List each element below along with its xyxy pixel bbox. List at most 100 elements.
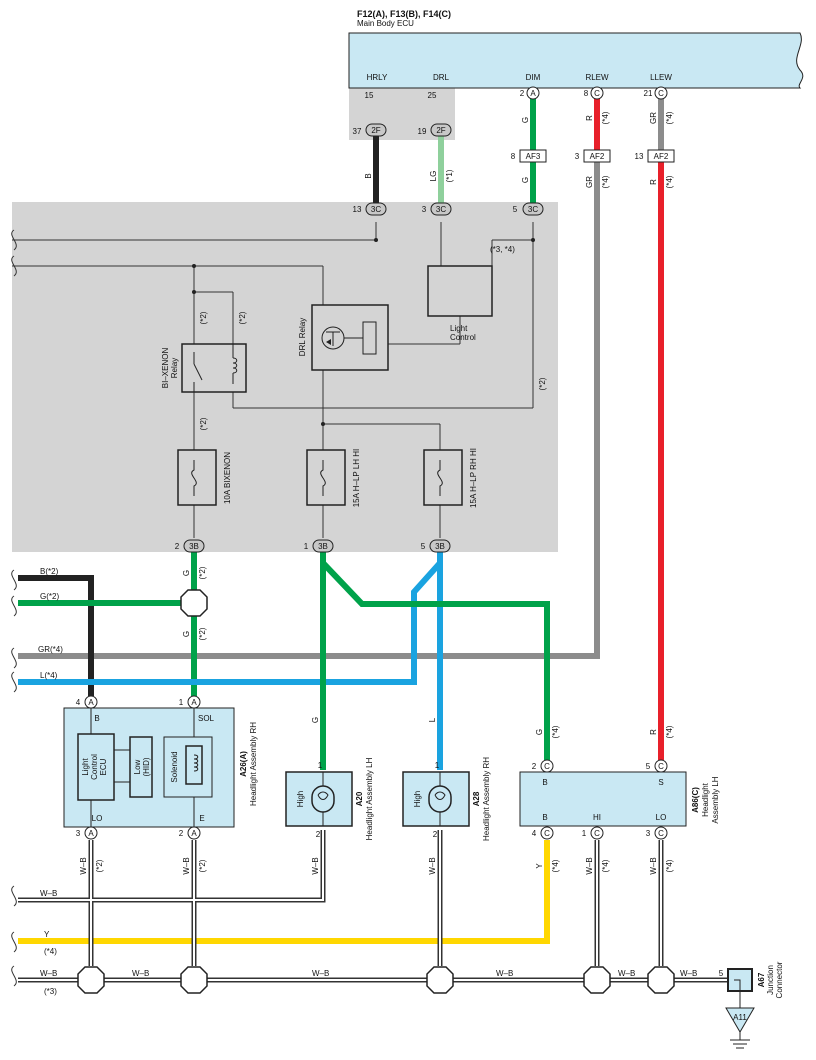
internal-junction-dots: [192, 238, 535, 426]
af2-a-pin: 3: [575, 152, 580, 161]
wire-g-dim: G: [521, 117, 530, 123]
conn-af3: AF3: [526, 152, 541, 161]
a86-pin-hi: HI: [593, 813, 601, 822]
a86-pin-3: 3: [646, 829, 651, 838]
main-body-ecu: F12(A), F13(B), F14(C) Main Body ECU HRL…: [348, 9, 804, 89]
pin-37: 37: [353, 127, 362, 136]
a26-ecu-label-1: Light: [81, 758, 90, 776]
wire-wb-seg-4: W–B: [618, 969, 635, 978]
note-4-j: (*4): [44, 947, 57, 956]
wire-y-a86: Y: [535, 863, 544, 869]
a26-solenoid-label: Solenoid: [170, 751, 179, 782]
a86-pin-5: 5: [646, 762, 651, 771]
a28-pin-2: 2: [433, 830, 438, 839]
note-4-a: (*4): [601, 111, 610, 124]
a26-conn-bot-1: A: [88, 829, 94, 838]
a28-name: Headlight Assembly RH: [482, 757, 491, 841]
ecu-pin-21: 21: [644, 89, 653, 98]
fuse-10a-label: 10A BIXENON: [223, 452, 232, 504]
wire-lg: LG: [429, 171, 438, 182]
a20-headlight-assembly-lh: 1 2 High A20 Headlight Assembly LH: [285, 757, 374, 840]
a86-name-2: Assembly LH: [711, 776, 720, 823]
ecu-conn-c1: C: [594, 89, 600, 98]
note-3-4: (*3, *4): [490, 245, 515, 254]
ecu-pin-2: 2: [520, 89, 525, 98]
ecu-pin-15: 15: [365, 91, 374, 100]
conn-3c-3: 3C: [528, 205, 538, 214]
ecu-pin-label-drl: DRL: [433, 73, 450, 82]
pin-3b-2: 2: [175, 542, 180, 551]
ecu-name: Main Body ECU: [357, 19, 414, 28]
fuse-15a-hlp-rh: 15A H–LP RH HI: [423, 448, 478, 508]
wire-gr-af2: GR: [585, 176, 594, 188]
conn-3b-3: 3B: [435, 542, 445, 551]
ecu-pin-8: 8: [584, 89, 589, 98]
a26-low-hid: [129, 736, 153, 798]
wire-wb-seg-2: W–B: [312, 969, 329, 978]
note-4-i: (*4): [665, 859, 674, 872]
af3-pin: 8: [511, 152, 516, 161]
a86-conn-2: C: [544, 762, 550, 771]
a20-high-label: High: [296, 791, 305, 807]
wire-l4: L(*4): [40, 671, 58, 680]
a26-pin-e: E: [199, 814, 204, 823]
wire-b: B: [364, 173, 373, 178]
bixenon-relay-label-1: BI–XENON: [161, 348, 170, 389]
a26-pin-b: B: [94, 714, 99, 723]
a86-conn-4: C: [544, 829, 550, 838]
wire-wb-seg-5: W–B: [680, 969, 697, 978]
wire-g-sol: G: [182, 631, 191, 637]
ecu-pin-label-dim: DIM: [526, 73, 541, 82]
a86-pin-1: 1: [582, 829, 587, 838]
a28-high-label: High: [413, 791, 422, 807]
a86-code: A86(C): [691, 787, 700, 813]
note-4-g: (*4): [551, 859, 560, 872]
wire-g-af3: G: [521, 177, 530, 183]
a86-pin-lo: LO: [656, 813, 667, 822]
note-2-f: (*2): [198, 627, 207, 640]
splice-points: [77, 589, 675, 994]
wire-wb-a20: W–B: [311, 857, 320, 874]
a26-code: A26(A): [239, 751, 248, 777]
drl-relay-label: DRL Relay: [298, 318, 307, 356]
conn-3b-2: 3B: [318, 542, 328, 551]
pin-5: 5: [513, 205, 518, 214]
wire-y-left: Y: [44, 930, 50, 939]
ecu-pin-label-llew: LLEW: [650, 73, 672, 82]
note-2b: (*2): [238, 311, 247, 324]
a20-code: A20: [355, 791, 364, 806]
wire-gr-llew: GR: [649, 112, 658, 124]
pin-3b-5: 5: [421, 542, 426, 551]
junction-block-area: [12, 202, 558, 552]
a26-hid-label-2: (HID): [142, 757, 151, 776]
a26-conn-bot-2: A: [191, 829, 197, 838]
a20-pin-2: 2: [316, 830, 321, 839]
conn-2f-1: 2F: [371, 126, 380, 135]
a67-code: A67: [757, 972, 766, 987]
light-control-label-2: Control: [450, 333, 476, 342]
wire-b2: B(*2): [40, 567, 59, 576]
ecu-pin-label-hrly: HRLY: [367, 73, 388, 82]
af2-b-pin: 13: [635, 152, 644, 161]
note-4-e: (*4): [551, 725, 560, 738]
a26-conn-top-1: A: [88, 698, 94, 707]
a26-ecu-label-3: ECU: [99, 758, 108, 775]
ecu-pin-25: 25: [428, 91, 437, 100]
wire-r-af2: R: [649, 179, 658, 185]
ecu-conn-c2: C: [658, 89, 664, 98]
pin-3: 3: [422, 205, 427, 214]
a86-pin-b-bot: B: [542, 813, 547, 822]
a26-light-control-ecu: [77, 733, 115, 801]
fuse-15a-hlp-lh: 15A H–LP LH HI: [306, 449, 361, 507]
wire-r-rlew: R: [585, 115, 594, 121]
a26-ecu-label-2: Control: [90, 754, 99, 780]
a26-pin-1: 1: [179, 698, 184, 707]
a86-conn-3: C: [658, 829, 664, 838]
pin-3b-1: 1: [304, 542, 309, 551]
note-3: (*3): [44, 987, 57, 996]
note-4-c: (*4): [601, 175, 610, 188]
wire-wb-a86-lo: W–B: [649, 857, 658, 874]
note-4-h: (*4): [601, 859, 610, 872]
